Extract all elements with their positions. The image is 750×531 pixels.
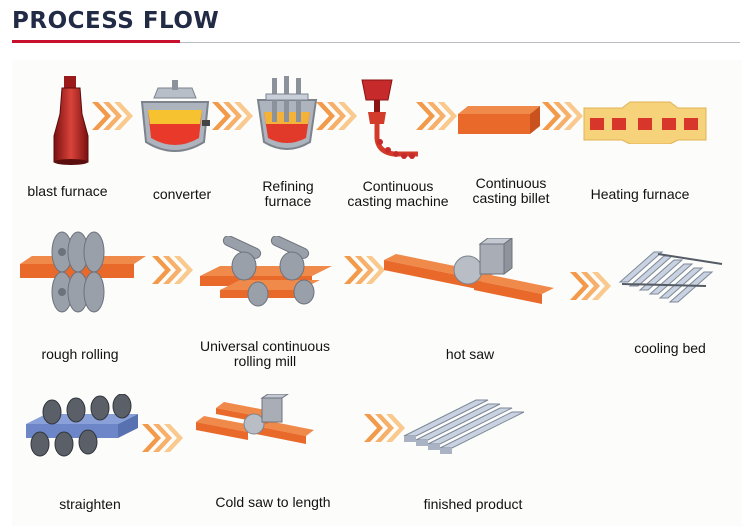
- flow-arrow-icon: [212, 102, 253, 130]
- step-label-universal-continuous-rolling-mill: Universal continuous rolling mill: [200, 338, 330, 369]
- flow-arrow-icon: [542, 102, 583, 130]
- flow-arrow-icon: [152, 256, 193, 284]
- step-label-converter: converter: [152, 186, 212, 202]
- step-label-hot-saw: hot saw: [445, 346, 495, 362]
- cooling-bed-icon: [618, 251, 723, 303]
- header-accent-bar: [12, 40, 180, 43]
- flow-arrow-icon: [570, 272, 611, 300]
- refining-furnace-icon: [256, 76, 318, 150]
- page-title: PROCESS FLOW: [12, 8, 220, 34]
- flow-arrow-icon: [142, 424, 183, 452]
- rough-rolling-icon: [20, 231, 146, 313]
- flow-arrow-icon: [344, 256, 385, 284]
- step-label-blast-furnace: blast furnace: [27, 183, 108, 199]
- step-label-rough-rolling: rough rolling: [41, 346, 119, 362]
- flow-arrow-icon: [416, 102, 457, 130]
- flow-arrow-icon: [364, 414, 405, 442]
- cold-saw-icon: [196, 394, 314, 444]
- universal-rolling-mill-icon: [200, 236, 332, 307]
- header-divider: [12, 42, 740, 43]
- step-label-finished-product: finished product: [423, 496, 523, 512]
- continuous-casting-billet-icon: [458, 106, 540, 134]
- step-label-heating-furnace: Heating furnace: [590, 186, 690, 202]
- blast-furnace-icon: [53, 76, 89, 165]
- step-label-cold-saw-to-length: Cold saw to length: [215, 494, 331, 510]
- flow-arrow-icon: [92, 102, 133, 130]
- step-label-continuous-casting-machine: Continuous casting machine: [347, 178, 449, 209]
- finished-product-icon: [403, 399, 525, 454]
- hot-saw-icon: [384, 238, 554, 304]
- step-label-refining-furnace: Refining furnace: [262, 178, 314, 209]
- continuous-casting-machine-icon: [361, 79, 418, 159]
- step-label-straighten: straighten: [59, 496, 121, 512]
- heating-furnace-icon: [583, 101, 707, 144]
- step-label-cooling-bed: cooling bed: [634, 340, 706, 356]
- flow-arrow-icon: [316, 102, 357, 130]
- step-label-continuous-casting-billet: Continuous casting billet: [472, 175, 550, 206]
- converter-icon: [140, 80, 210, 152]
- straightener-icon: [26, 394, 138, 457]
